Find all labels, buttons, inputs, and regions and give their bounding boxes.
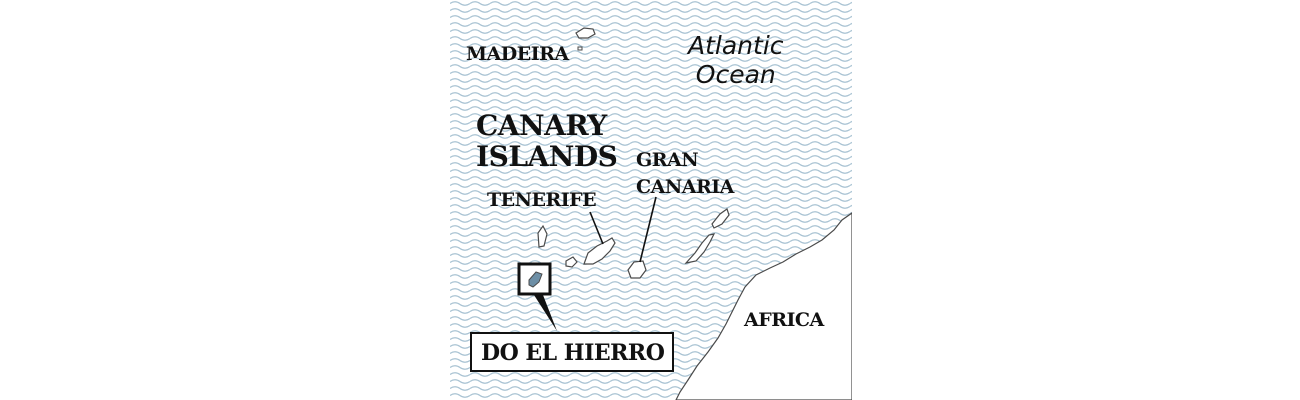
canary-label-line2: ISLANDS (476, 140, 618, 173)
callout-label: DO EL HIERRO (481, 340, 665, 366)
canary-label-line1: CANARY (476, 109, 607, 142)
map: MADEIRA Atlantic Ocean CANARY ISLANDS GR… (450, 0, 852, 400)
africa-label: AFRICA (744, 309, 824, 331)
ocean-label-line2: Ocean (695, 60, 776, 89)
madeira-island (575, 27, 596, 39)
callout-pointer (534, 295, 557, 331)
tenerife-label: TENERIFE (487, 189, 597, 211)
gran-canaria-label-line1: GRAN (636, 149, 699, 171)
ocean-label: Atlantic Ocean (688, 31, 784, 89)
canary-islands-label: CANARY ISLANDS (476, 109, 618, 173)
madeira-label: MADEIRA (466, 43, 569, 65)
la-palma-island (537, 224, 548, 248)
ocean-label-line1: Atlantic (688, 31, 784, 60)
tenerife-leader-line (589, 211, 604, 245)
gran-canaria-label: GRAN CANARIA (636, 147, 734, 201)
tenerife-island (583, 237, 616, 265)
gran-canaria-island (627, 260, 647, 279)
la-gomera-island (565, 256, 578, 268)
lanzarote-island (711, 208, 730, 229)
callout-box: DO EL HIERRO (470, 332, 675, 372)
africa-landmass (675, 212, 852, 400)
el-hierro-island (528, 271, 543, 288)
porto-santo-island (577, 46, 583, 51)
gran-canaria-label-line2: CANARIA (636, 176, 734, 198)
fuerteventura-island (684, 233, 716, 264)
gran-canaria-leader-line (639, 196, 657, 263)
